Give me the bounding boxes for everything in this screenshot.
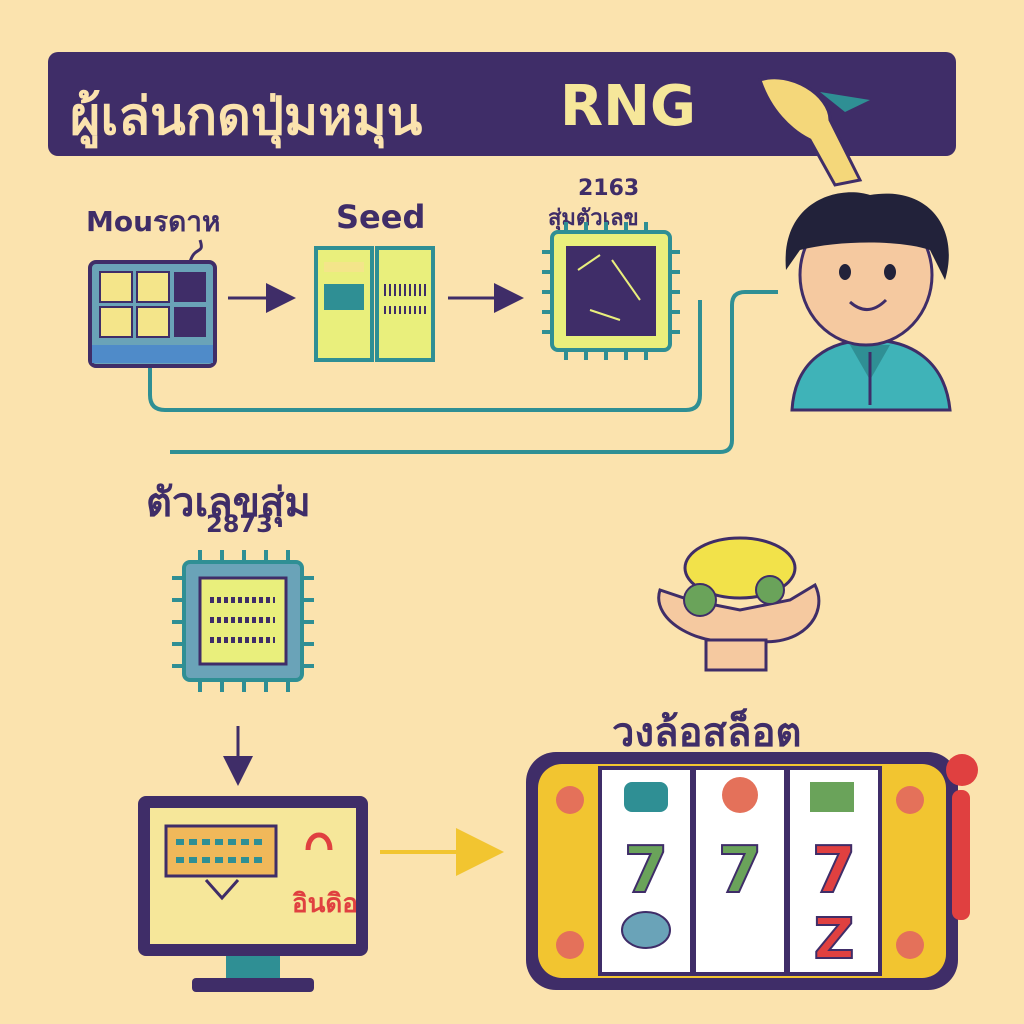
slot-machine <box>526 752 978 990</box>
random-number-chip-icon <box>172 550 314 692</box>
connector-line-1 <box>148 300 702 412</box>
chip-top-text: สุ่มตัวเลข <box>548 206 639 231</box>
random-number-value: 2873 <box>206 510 273 538</box>
reel-2-symbol: 7 <box>718 834 763 908</box>
random-number-label: ตัวเลขสุ่ม <box>146 480 311 526</box>
reel-3-symbol: 7 <box>812 834 857 908</box>
reel-symbol-top <box>810 782 854 812</box>
chip-top-number: 2163 <box>578 176 640 201</box>
reel-symbol-top <box>624 782 668 812</box>
player-avatar <box>785 192 952 412</box>
slot-lever-knob <box>946 754 978 786</box>
reel-symbol-top <box>722 777 758 813</box>
reel-symbol-bottom <box>621 911 671 949</box>
banner-rng-label: RNG <box>560 74 696 139</box>
hands-food-icon <box>657 536 821 672</box>
banner-title: ผู้เล่นกดปุ่มหมุน <box>70 87 423 147</box>
input-label: Mouรดาห <box>86 205 221 238</box>
connector-line-2 <box>170 290 778 454</box>
seed-document-icon <box>314 246 435 362</box>
cpu-chip-icon <box>542 222 680 360</box>
input-panel-icon <box>88 239 217 368</box>
monitor-icon <box>138 796 368 992</box>
seed-label: Seed <box>336 198 426 236</box>
pointing-hand-icon <box>758 76 870 187</box>
reels-label: วงล้อสล็อต <box>612 710 802 756</box>
monitor-text: อินดิอ <box>292 889 358 919</box>
reel-3-bottom-symbol: Z <box>814 907 855 972</box>
reel-1-symbol: 7 <box>624 834 669 908</box>
